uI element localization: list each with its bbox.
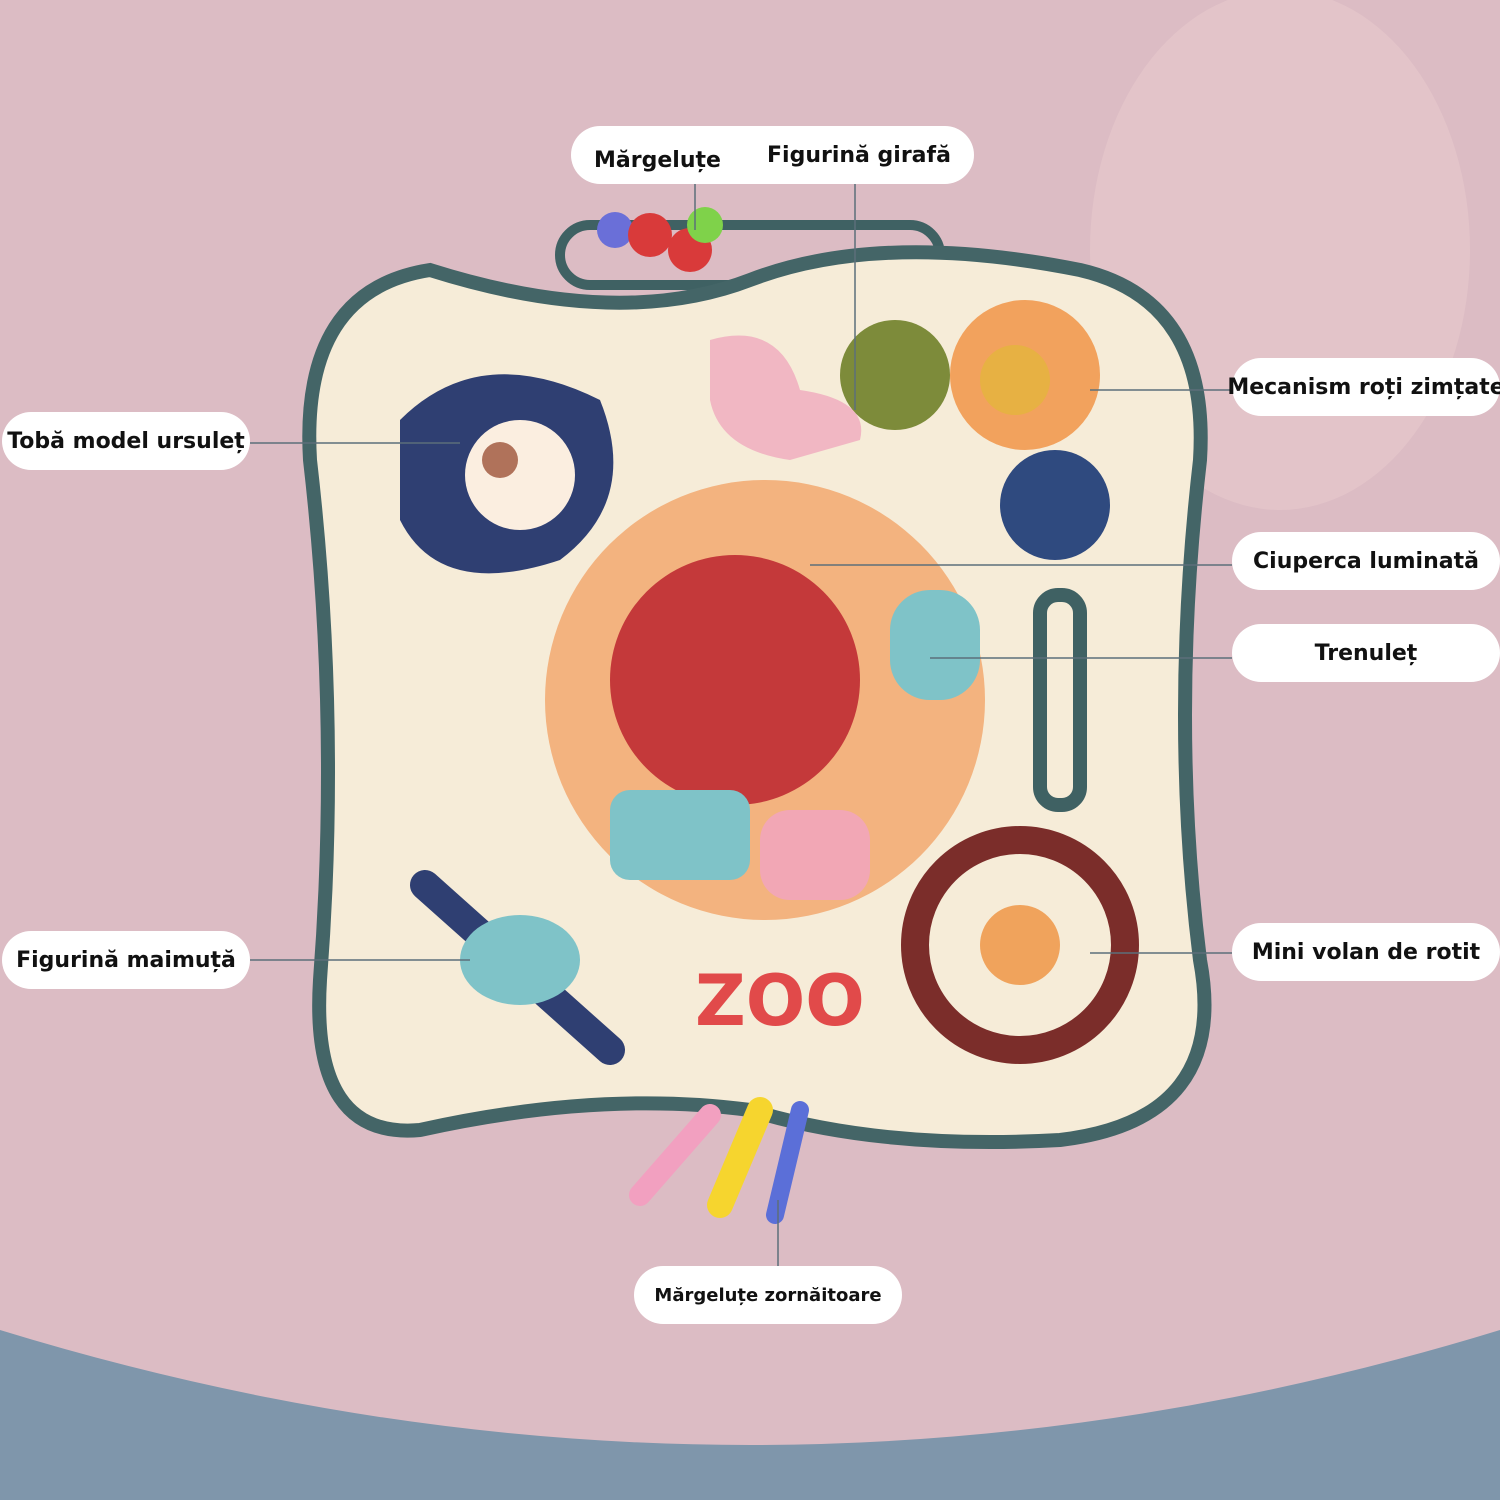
label-beads-top: Mărgeluțe	[594, 147, 721, 173]
label-mushroom: Ciuperca luminată	[1232, 532, 1500, 590]
top-beads	[597, 207, 723, 272]
mini-wheel	[901, 826, 1139, 1064]
train-car	[890, 590, 980, 700]
label-train: Trenuleț	[1232, 624, 1500, 682]
label-bear-drum: Tobă model ursuleț	[2, 412, 250, 470]
label-monkey: Figurină maimuță	[2, 931, 250, 989]
rattle-beads	[629, 1097, 809, 1224]
base-surface	[0, 1330, 1500, 1500]
label-wheel: Mini volan de rotit	[1232, 923, 1500, 981]
monkey-figure	[410, 870, 625, 1065]
giraffe-figure	[710, 335, 862, 460]
label-pill-top: Mărgeluțe Figurină girafă	[571, 126, 974, 184]
train-track	[1033, 588, 1087, 812]
label-giraffe: Figurină girafă	[767, 142, 951, 168]
label-rattle-beads: Mărgeluțe zornăitoare	[634, 1266, 902, 1324]
leader-lines	[250, 182, 1232, 1268]
gears	[840, 300, 1110, 560]
label-gears: Mecanism roți zimțate	[1227, 358, 1500, 416]
zoo-logo: ZOO	[695, 960, 865, 1042]
bear-drum	[400, 374, 614, 574]
mushroom-cap	[610, 555, 860, 805]
